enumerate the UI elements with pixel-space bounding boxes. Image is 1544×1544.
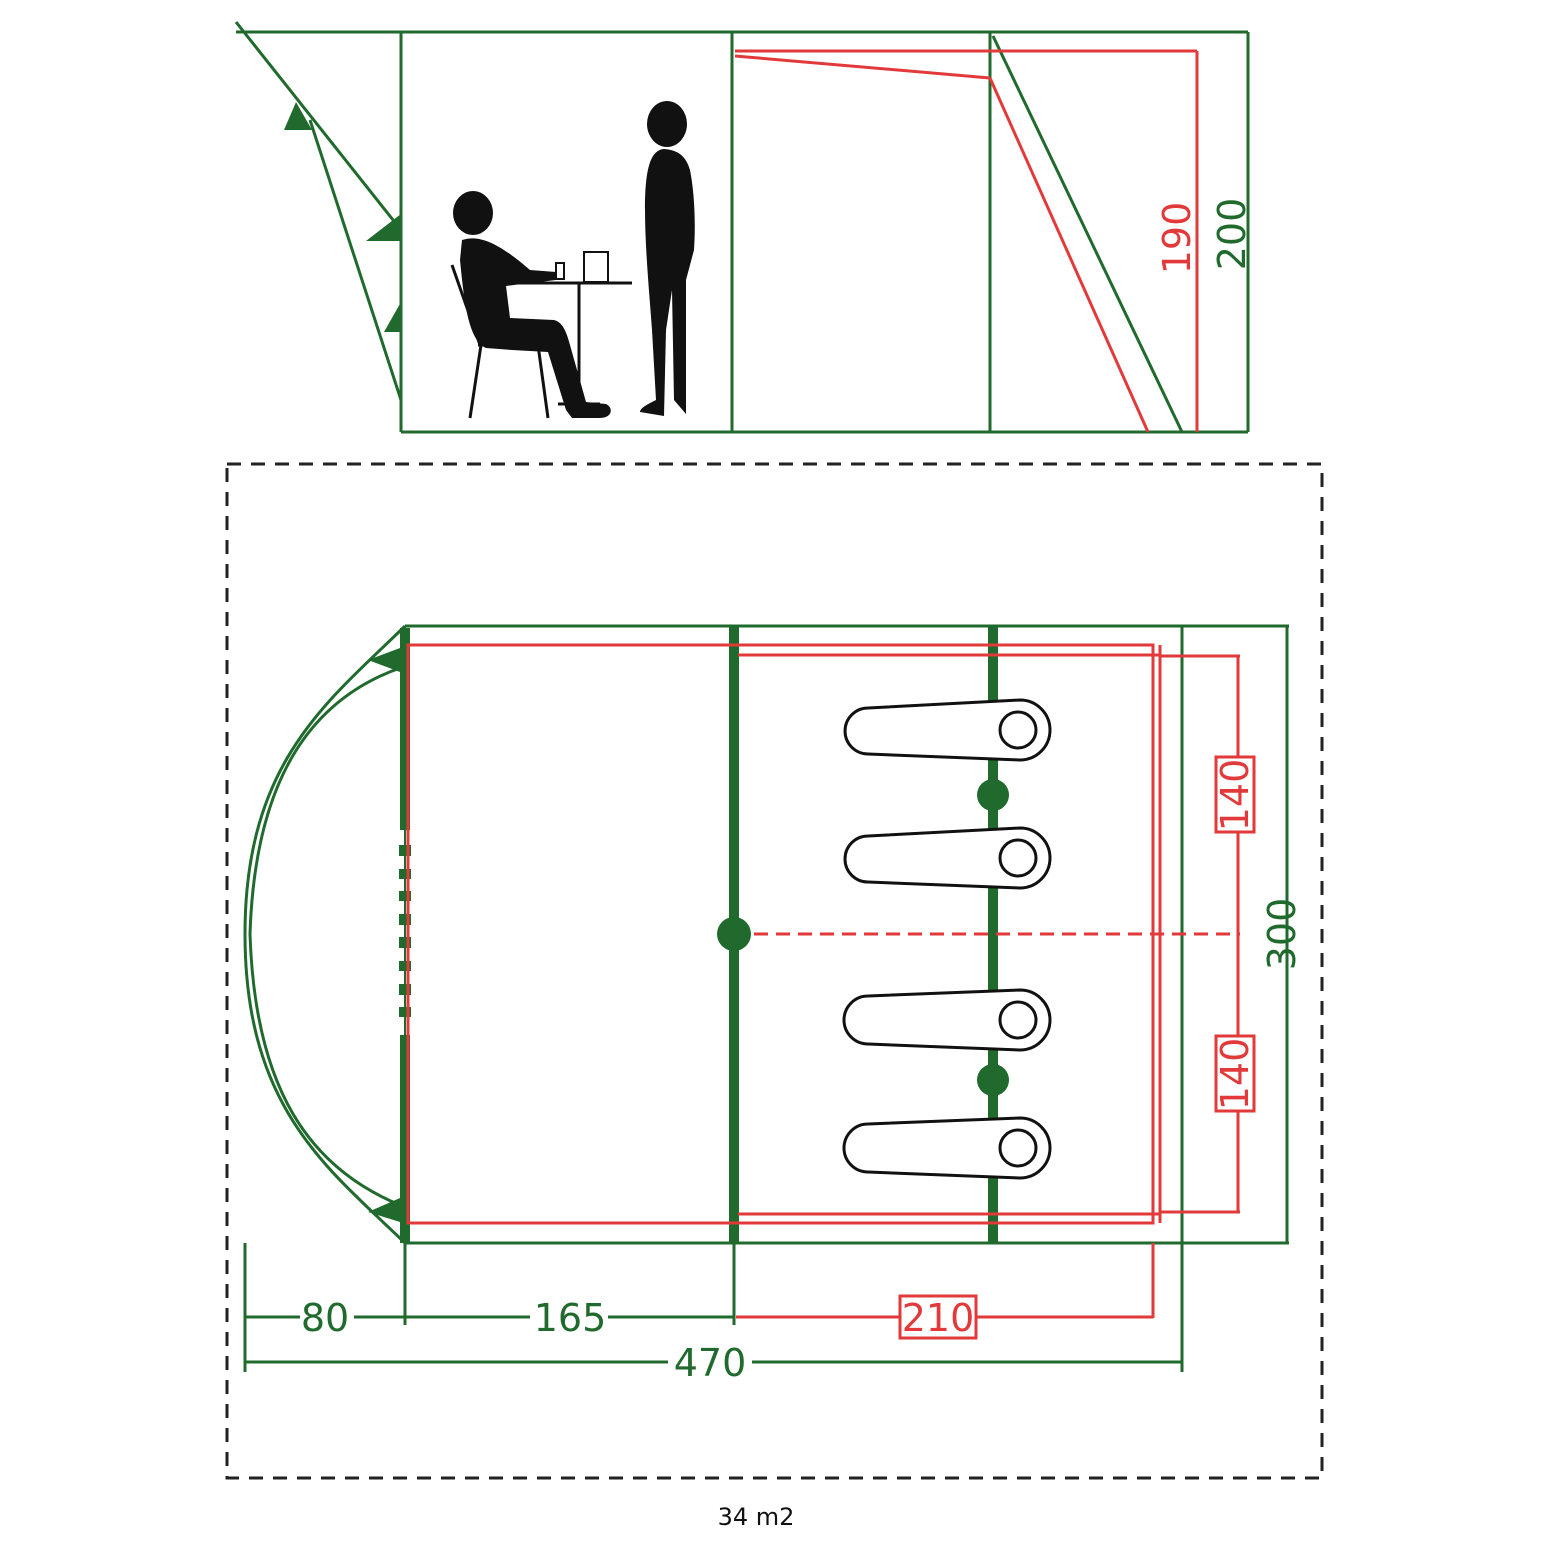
- living-depth-label: 165: [534, 1296, 607, 1340]
- height-inner-label: 190: [1155, 202, 1199, 275]
- canopy-inner-outline: [248, 666, 401, 1207]
- height-labels: 190 200: [1155, 198, 1254, 275]
- peg-icon: [384, 302, 401, 332]
- bedroom-depth-label: 210: [902, 1296, 975, 1340]
- pole-hubs: [717, 779, 1009, 1096]
- canopy-outline: [243, 624, 407, 1245]
- height-outer-label: 200: [1210, 198, 1254, 271]
- peg-icon: [284, 102, 312, 130]
- inner-roof-slope: [734, 54, 991, 80]
- peg-icon: [368, 1198, 400, 1222]
- bedroom-half-label-2: 140: [1213, 1038, 1257, 1111]
- sleeping-bag-icon: [842, 988, 1052, 1052]
- sleeping-bag-icon: [843, 698, 1052, 762]
- footprint-area-label: 34 m2: [718, 1503, 795, 1531]
- sleeping-bag-icon: [843, 826, 1052, 890]
- bedroom-half-label-2-group: 140: [1213, 1034, 1257, 1113]
- plan-pegs: [368, 648, 400, 1222]
- width-label: 300: [1260, 898, 1304, 971]
- sleeping-bag-icon: [842, 1116, 1052, 1180]
- peg-icon: [368, 648, 400, 672]
- middle-hub-icon: [717, 917, 751, 951]
- inner-rear-slope: [988, 77, 1150, 433]
- canopy-guy-line-a: [234, 21, 403, 231]
- seated-person-icon: [453, 191, 611, 418]
- sleeping-bags: [842, 698, 1052, 1180]
- total-length-label: 470: [674, 1341, 747, 1385]
- length-dimensions: [243, 1243, 1184, 1372]
- side-view: [234, 21, 1250, 434]
- canopy-pegs: [284, 102, 401, 332]
- inner-tent-plan: [406, 643, 1240, 1225]
- canopy-guy-line-b: [308, 119, 403, 401]
- peg-icon: [366, 214, 401, 241]
- footprint-outline: [225, 462, 1324, 1480]
- rear-slope-outer: [991, 35, 1184, 433]
- table-icon: [518, 251, 632, 406]
- bedroom-hub-icon: [977, 1064, 1009, 1096]
- bedroom-depth-label-group: 210: [898, 1294, 978, 1340]
- bedroom-hub-icon: [977, 779, 1009, 811]
- chair-icon: [450, 264, 550, 419]
- porch-depth-label: 80: [301, 1296, 349, 1340]
- standing-person-icon: [640, 101, 695, 416]
- bedroom-half-label-1-group: 140: [1213, 755, 1257, 834]
- inner-tent-side: [734, 49, 1199, 433]
- bedroom-half-label-1: 140: [1213, 759, 1257, 832]
